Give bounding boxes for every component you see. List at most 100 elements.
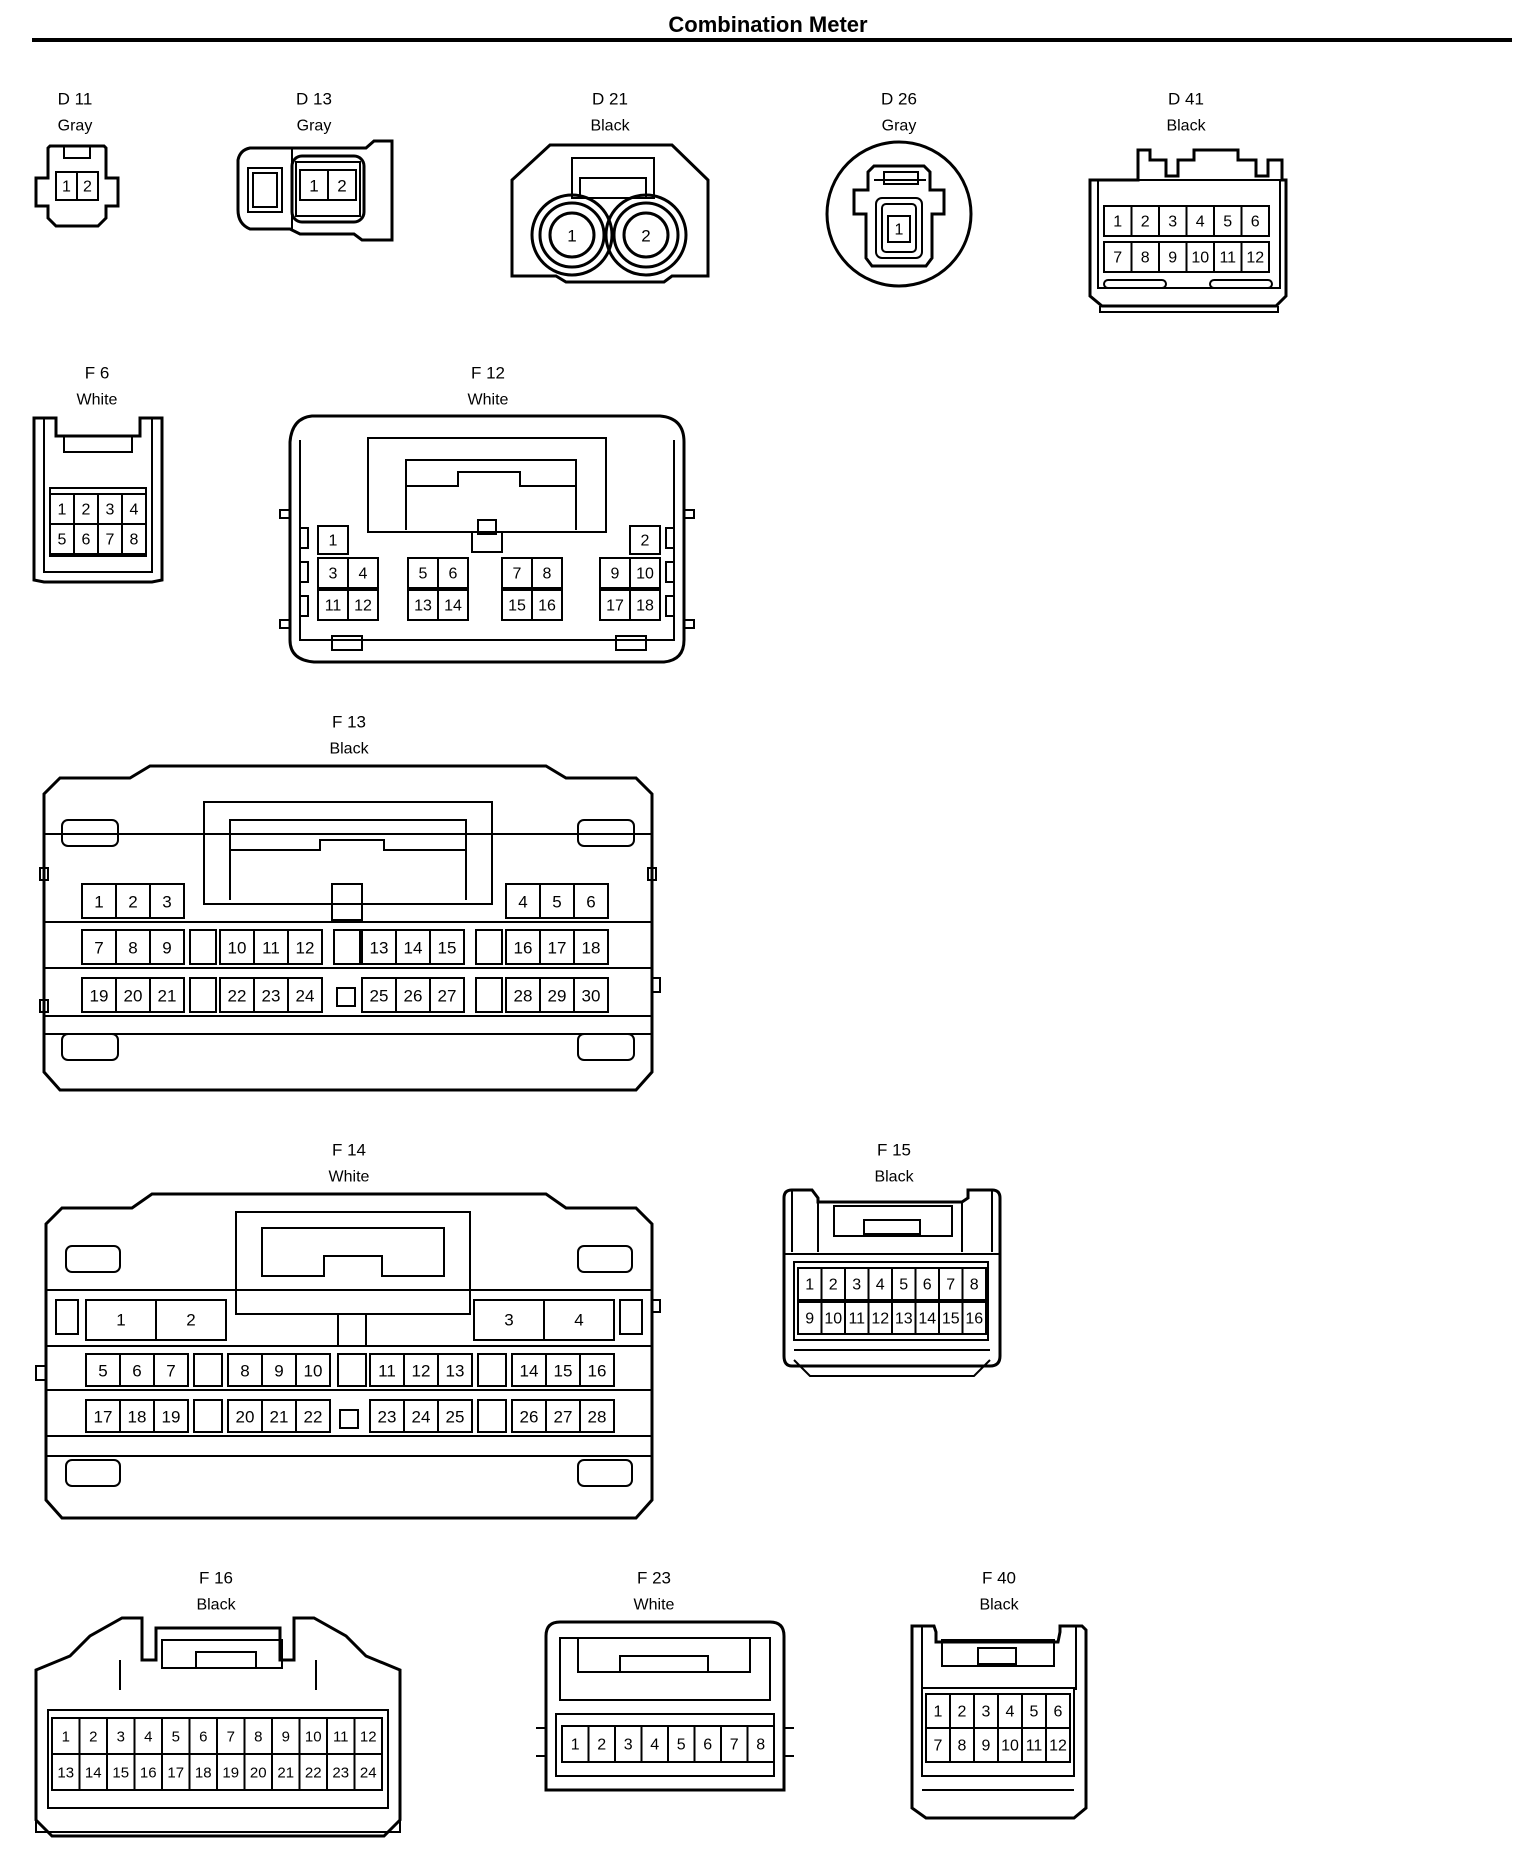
outline [47,1709,389,1809]
title-rule [32,38,1512,42]
outline [35,1365,47,1381]
pin-number: 12 [296,939,315,958]
pin-number: 15 [942,1311,960,1328]
pin-number: 22 [228,987,247,1006]
connector-color: White [634,1597,675,1614]
outline [961,1267,987,1301]
pin-number: 8 [254,1729,262,1746]
outline [288,414,686,664]
outline [76,171,99,201]
outline [121,523,147,555]
pin-number: 2 [186,1311,195,1330]
pin-number: 1 [895,222,904,239]
pin-number: 5 [1223,214,1232,231]
pin-number: 24 [360,1765,377,1782]
pin-number: 6 [449,566,458,583]
outline [647,867,657,881]
outline [287,977,323,1013]
outline [477,1399,507,1433]
pin-number: 9 [805,1311,814,1328]
outline [961,1301,987,1335]
pin-number: 15 [554,1362,573,1381]
pin-number: 16 [140,1765,157,1782]
outline [573,929,609,965]
outline [437,557,469,589]
outline [290,154,366,224]
pin-number: 11 [325,598,342,615]
page-title: Combination Meter [668,12,868,37]
pin-number: 15 [508,598,526,615]
pin-number: 5 [172,1729,180,1746]
pin-number: 7 [730,1737,739,1754]
pin-number: 23 [262,987,281,1006]
outline [782,1188,1002,1368]
outline [619,1299,643,1335]
connector-code: D 13 [296,90,332,109]
pin-number: 18 [195,1765,212,1782]
outline [34,1616,402,1838]
outline [189,977,217,1013]
pin-number: 12 [360,1729,377,1746]
pin-number: 4 [359,566,368,583]
pin-number: 9 [274,1362,283,1381]
outline [543,1299,615,1341]
outline [153,1353,189,1387]
pin-number: 21 [158,987,177,1006]
pin-number: 9 [162,939,171,958]
outline [149,883,185,919]
pin-number: 20 [124,987,143,1006]
outline [63,145,91,159]
outline [665,561,675,583]
pin-number: 1 [62,179,71,196]
outline [155,1299,227,1341]
pin-number: 4 [518,893,527,912]
outline [579,1399,615,1433]
outline [153,1399,189,1433]
connector-code: F 16 [199,1569,233,1588]
outline [149,929,185,965]
outline [791,1190,993,1252]
pin-number: 7 [94,939,103,958]
outline [475,929,503,965]
outline [247,167,283,213]
pin-number: 9 [1168,250,1177,267]
outline [337,1313,367,1347]
outline [604,193,688,277]
outline [252,172,278,208]
pin-number: 1 [567,227,576,246]
pin-number: 12 [354,598,372,615]
pin-number: 27 [438,987,457,1006]
pin-number: 28 [514,987,533,1006]
outline [571,157,655,199]
outline [429,929,465,965]
pin-number: 12 [871,1311,889,1328]
outline [1209,279,1273,289]
outline [622,211,670,259]
outline [39,867,49,881]
outline [347,589,379,621]
pin-number: 3 [1168,214,1177,231]
outline [229,819,467,851]
outline [119,1660,317,1690]
outline [61,819,119,847]
outline [531,557,563,589]
outline [615,635,647,651]
pin-number: 6 [586,893,595,912]
pin-number: 14 [85,1765,102,1782]
pin-number: 6 [132,1362,141,1381]
outline [559,1637,771,1701]
pin-number: 17 [94,1408,113,1427]
outline [39,999,49,1013]
pin-number: 13 [414,598,432,615]
pin-number: 13 [370,939,389,958]
outline [42,764,654,1092]
pin-number: 25 [446,1408,465,1427]
outline [287,929,323,965]
outline [531,589,563,621]
